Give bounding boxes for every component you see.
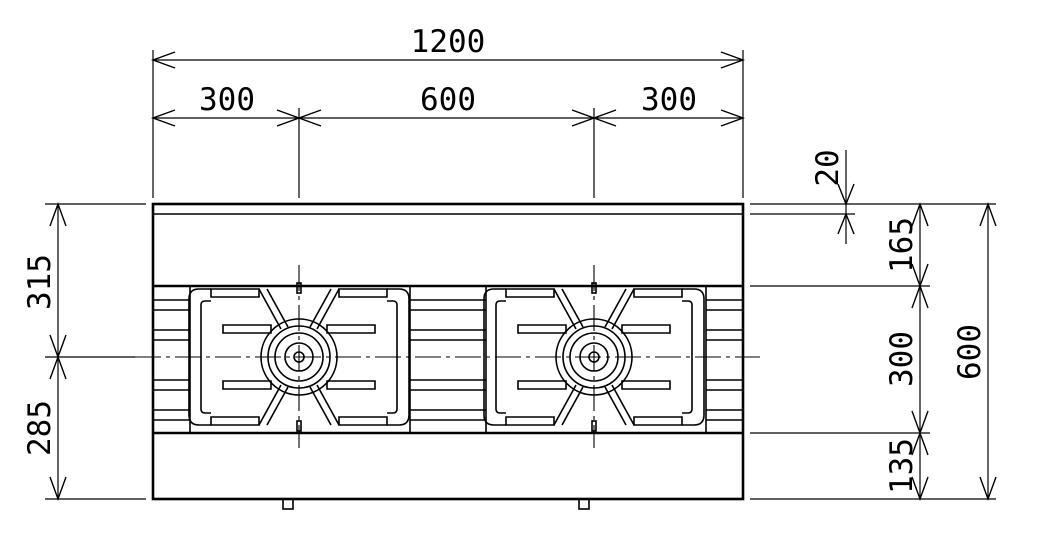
- dimension-overall-depth: 600: [952, 201, 997, 502]
- right-edge-bars: [706, 299, 743, 421]
- dimension-label-grate-zone: 300: [884, 331, 920, 387]
- dimension-label-overall-depth: 600: [952, 324, 988, 380]
- center-lines: [135, 108, 760, 448]
- left-edge-bars: [153, 299, 190, 421]
- dimension-label-left-section: 300: [199, 82, 255, 118]
- dimension-overall-width: 1200: [150, 24, 746, 198]
- dimension-right-extensions: [750, 203, 996, 500]
- cooktop-body: [151, 202, 745, 510]
- dimension-label-center-to-back: 285: [22, 400, 58, 456]
- body-outline: [151, 202, 745, 501]
- dimension-label-middle-section: 600: [420, 82, 476, 118]
- foot-right: [578, 498, 590, 510]
- dimension-label-overall-width: 1200: [411, 24, 486, 60]
- grate-sections: [153, 286, 743, 433]
- dimension-label-right-section: 300: [641, 82, 697, 118]
- middle-bars: [410, 299, 486, 421]
- dimension-label-front-to-center: 315: [22, 254, 58, 310]
- dimension-label-top-strip: 20: [810, 149, 846, 186]
- dimension-label-bottom-panel: 135: [884, 438, 920, 494]
- dimension-panels: 165 300 135: [884, 201, 929, 502]
- dimension-top-strip: 20: [810, 149, 855, 244]
- dimension-label-top-panel: 165: [884, 217, 920, 273]
- dimension-left: 315 285: [22, 201, 146, 502]
- foot-left: [282, 498, 294, 510]
- dimension-sections: 300 600 300: [150, 82, 746, 127]
